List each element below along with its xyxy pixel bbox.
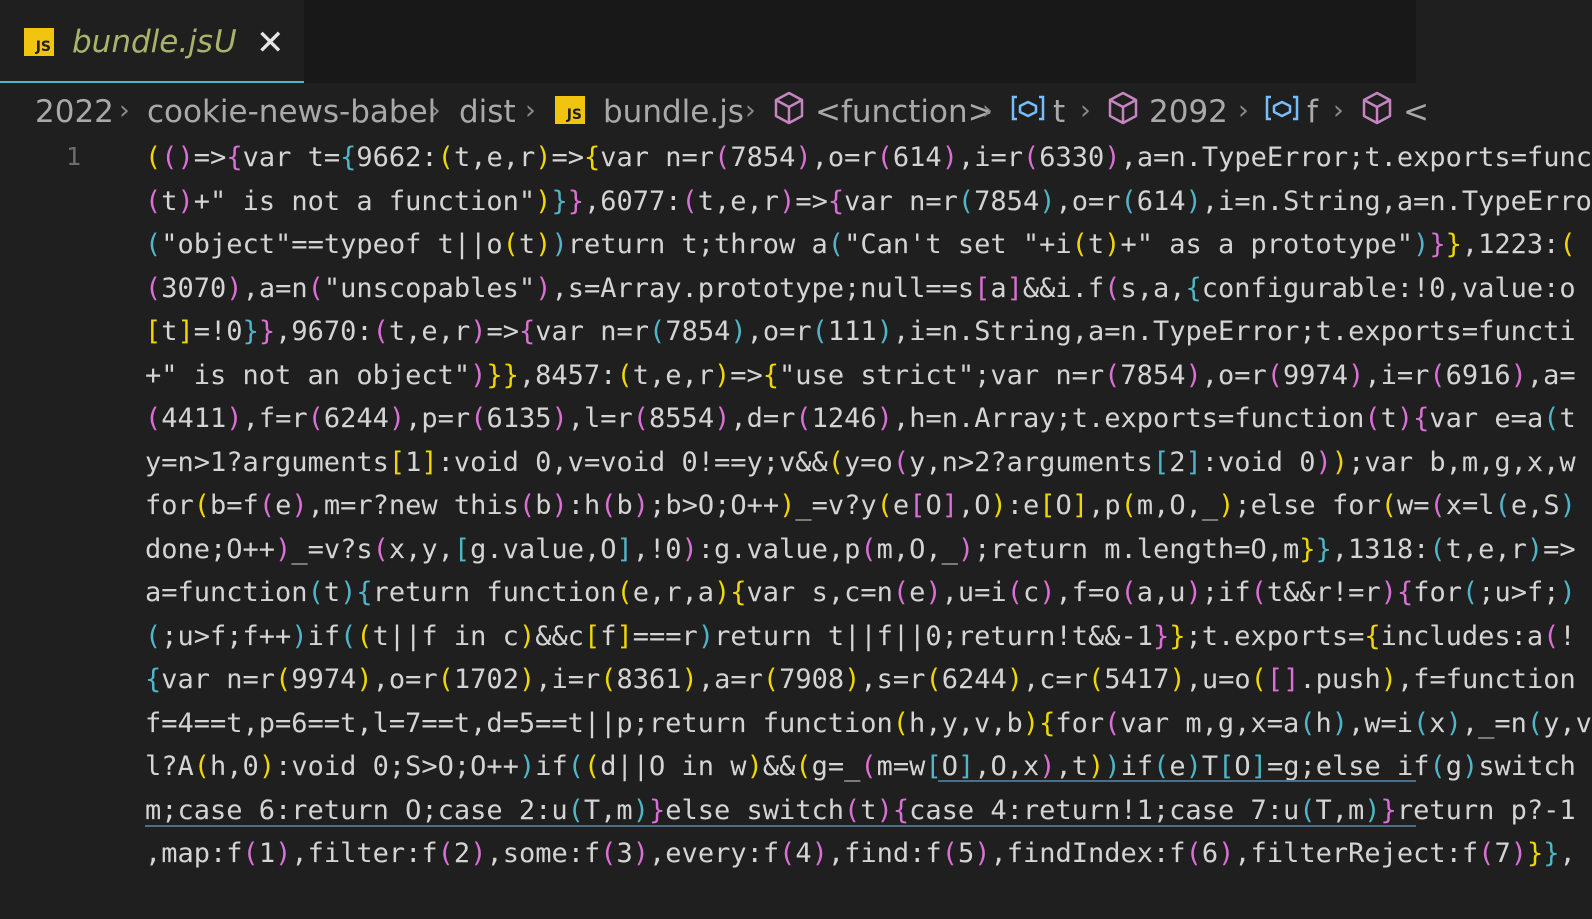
tab-title: bundle.js: [72, 24, 213, 60]
chevron-right-icon: ›: [1080, 95, 1091, 126]
code-line[interactable]: y=n>1?arguments[1]:void 0,v=void 0!==y;v…: [145, 441, 1416, 485]
breadcrumb-item-2092[interactable]: 2092: [1149, 94, 1228, 130]
chevron-right-icon: ›: [119, 95, 130, 126]
chevron-right-icon: ›: [1238, 95, 1249, 126]
code-line[interactable]: [t]=!0}},9670:(t,e,r)=>{var n=r(7854),o=…: [145, 310, 1416, 354]
code-line[interactable]: f=4==t,p=6==t,l=7==t,d=5==t||p;return fu…: [145, 702, 1416, 746]
code-line[interactable]: (;u>f;f++)if((t||f in c)&&c[f]===r)retur…: [145, 615, 1416, 659]
cube-icon: [773, 90, 805, 126]
chevron-right-icon: ›: [430, 95, 441, 126]
breadcrumb-item-truncated[interactable]: <: [1403, 94, 1429, 130]
code-line[interactable]: ,map:f(1),filter:f(2),some:f(3),every:f(…: [145, 832, 1416, 876]
js-file-icon: JS: [555, 96, 585, 124]
code-line[interactable]: for(b=f(e),m=r?new this(b):h(b);b>O;O++)…: [145, 484, 1416, 528]
code-editor[interactable]: 1 (()=>{var t={9662:(t,e,r)=>{var n=r(78…: [0, 136, 1416, 880]
chevron-right-icon: ›: [982, 95, 993, 126]
cube-icon: [1107, 90, 1139, 126]
bracket-guide: [145, 825, 1416, 827]
bracket-guide: [938, 780, 1416, 782]
untracked-status-badge: U: [214, 24, 237, 60]
breadcrumb-item-dist[interactable]: dist: [459, 94, 516, 130]
chevron-right-icon: ›: [745, 95, 756, 126]
breadcrumb-item-f[interactable]: f: [1307, 94, 1318, 130]
code-line[interactable]: +" is not an object")}},8457:(t,e,r)=>{"…: [145, 354, 1416, 398]
code-line[interactable]: (()=>{var t={9662:(t,e,r)=>{var n=r(7854…: [145, 136, 1416, 180]
code-content[interactable]: (()=>{var t={9662:(t,e,r)=>{var n=r(7854…: [145, 136, 1416, 919]
tab-bundle-js[interactable]: JS bundle.js U ✕: [0, 0, 304, 83]
code-line[interactable]: done;O++)_=v?s(x,y,[g.value,O],!0):g.val…: [145, 528, 1416, 572]
code-line[interactable]: (3070),a=n("unscopables"),s=Array.protot…: [145, 267, 1416, 311]
breadcrumb-item-t[interactable]: t: [1053, 94, 1065, 130]
code-line[interactable]: [145, 876, 1416, 919]
chevron-right-icon: ›: [525, 95, 536, 126]
breadcrumb: 2022 › cookie-news-babel › dist › JS bun…: [0, 86, 1416, 136]
line-number: 1: [66, 142, 81, 171]
code-line[interactable]: (4411),f=r(6244),p=r(6135),l=r(8554),d=r…: [145, 397, 1416, 441]
tab-bar: JS bundle.js U ✕: [0, 0, 1416, 83]
breadcrumb-item-function[interactable]: <function>: [815, 94, 994, 130]
code-line[interactable]: ("object"==typeof t||o(t))return t;throw…: [145, 223, 1416, 267]
code-line[interactable]: {var n=r(9974),o=r(1702),i=r(8361),a=r(7…: [145, 658, 1416, 702]
cube-icon: [1361, 90, 1393, 126]
variable-icon: [1264, 94, 1300, 122]
close-icon[interactable]: ✕: [256, 24, 285, 62]
js-file-icon: JS: [24, 28, 54, 56]
breadcrumb-item-project[interactable]: cookie-news-babel: [147, 94, 436, 130]
code-line[interactable]: (t)+" is not a function")}},6077:(t,e,r)…: [145, 180, 1416, 224]
variable-icon: [1010, 94, 1046, 122]
breadcrumb-item-2022[interactable]: 2022: [35, 94, 114, 130]
breadcrumb-item-file[interactable]: bundle.js: [603, 94, 744, 130]
code-line[interactable]: a=function(t){return function(e,r,a){var…: [145, 571, 1416, 615]
chevron-right-icon: ›: [1333, 95, 1344, 126]
